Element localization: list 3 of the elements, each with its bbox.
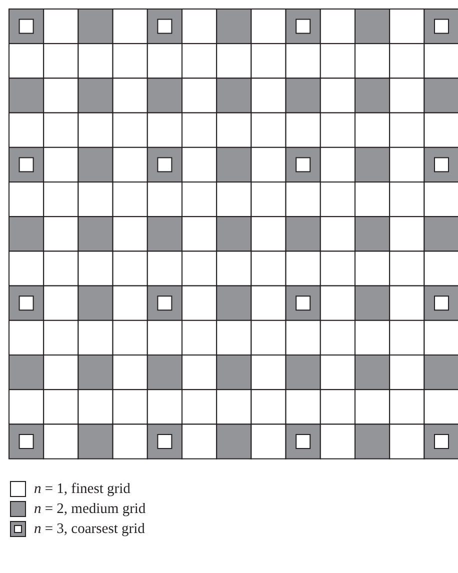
legend-text: n = 3, coarsest grid [34,520,145,538]
legend-text: n = 2, medium grid [34,500,146,518]
legend-text: n = 1, finest grid [34,480,130,498]
